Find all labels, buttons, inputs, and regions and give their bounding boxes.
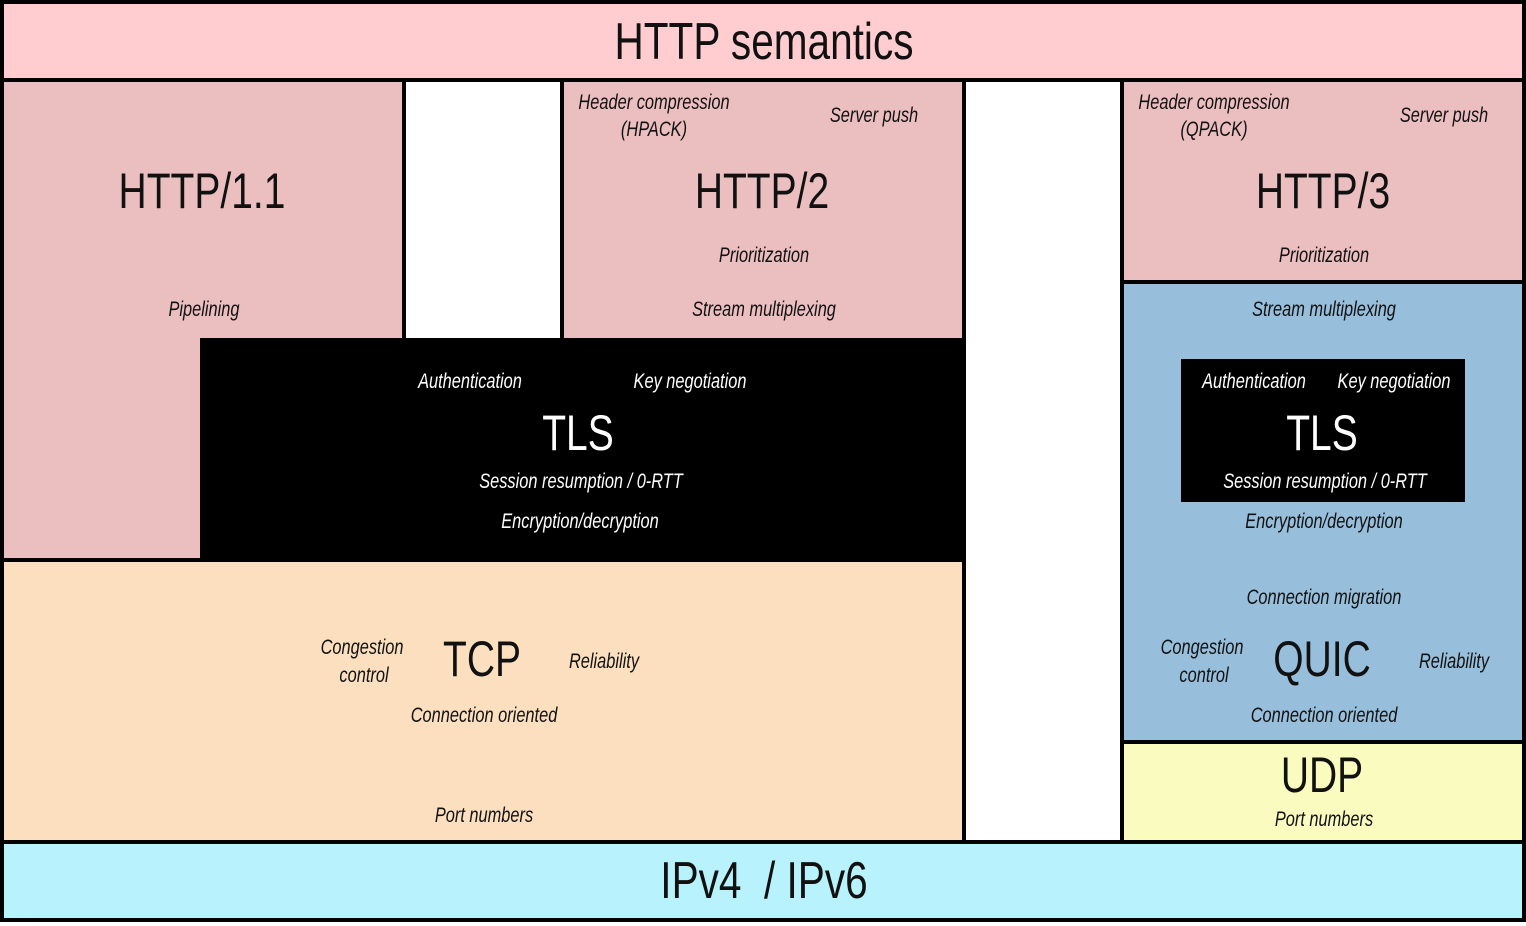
quic-connection-migration: Connection migration: [1246, 586, 1402, 609]
tcp-layer: [0, 558, 966, 844]
http3-server-push: Server push: [1399, 104, 1489, 127]
quic-connection-oriented: Connection oriented: [1250, 704, 1398, 727]
tls-encryption: Encryption/decryption: [501, 510, 659, 533]
tcp-title: TCP: [443, 631, 521, 687]
tcp-control: control: [339, 664, 389, 687]
quic-encryption: Encryption/decryption: [1245, 510, 1403, 533]
http3-qpack: (QPACK): [1180, 118, 1248, 141]
quic-tls-title: TLS: [1286, 405, 1358, 461]
http2-prioritization: Prioritization: [718, 244, 810, 267]
http2-stream-multiplexing: Stream multiplexing: [692, 298, 836, 321]
http2-header-compression: Header compression: [578, 91, 730, 114]
quic-tls-key-negotiation: Key negotiation: [1337, 370, 1451, 393]
http11-title: HTTP/1.1: [118, 163, 286, 219]
ip-layer: [0, 840, 1526, 922]
http3-header-compression: Header compression: [1138, 91, 1290, 114]
ip-title: IPv4 / IPv6: [660, 852, 868, 910]
quic-tls-session-resumption: Session resumption / 0-RTT: [1223, 470, 1427, 493]
http2-title: HTTP/2: [694, 163, 830, 219]
http3-title: HTTP/3: [1255, 163, 1391, 219]
udp-port-numbers: Port numbers: [1274, 808, 1374, 831]
udp-title: UDP: [1280, 747, 1364, 803]
quic-title: QUIC: [1273, 631, 1371, 687]
semantics-title: HTTP semantics: [614, 13, 914, 71]
tcp-connection-oriented: Connection oriented: [410, 704, 558, 727]
quic-stream-multiplexing: Stream multiplexing: [1252, 298, 1396, 321]
tcp-reliability: Reliability: [568, 650, 640, 673]
quic-reliability: Reliability: [1418, 650, 1490, 673]
udp-layer: [1120, 740, 1526, 844]
quic-layer: [1120, 280, 1526, 744]
quic-congestion: Congestion: [1160, 636, 1244, 659]
http2-hpack: (HPACK): [620, 118, 688, 141]
http3-prioritization: Prioritization: [1278, 244, 1370, 267]
quic-tls-authentication: Authentication: [1202, 370, 1306, 393]
http2-server-push: Server push: [829, 104, 919, 127]
tcp-congestion: Congestion: [320, 636, 404, 659]
tls-tcp-layer: [200, 338, 966, 562]
http11-pipelining: Pipelining: [168, 298, 240, 321]
tls-authentication: Authentication: [418, 370, 522, 393]
tcp-port-numbers: Port numbers: [434, 804, 534, 827]
tls-title: TLS: [542, 405, 614, 461]
tls-session-resumption: Session resumption / 0-RTT: [479, 470, 683, 493]
tls-key-negotiation: Key negotiation: [633, 370, 747, 393]
tls-quic-layer: [1181, 359, 1465, 502]
quic-control: control: [1179, 664, 1229, 687]
